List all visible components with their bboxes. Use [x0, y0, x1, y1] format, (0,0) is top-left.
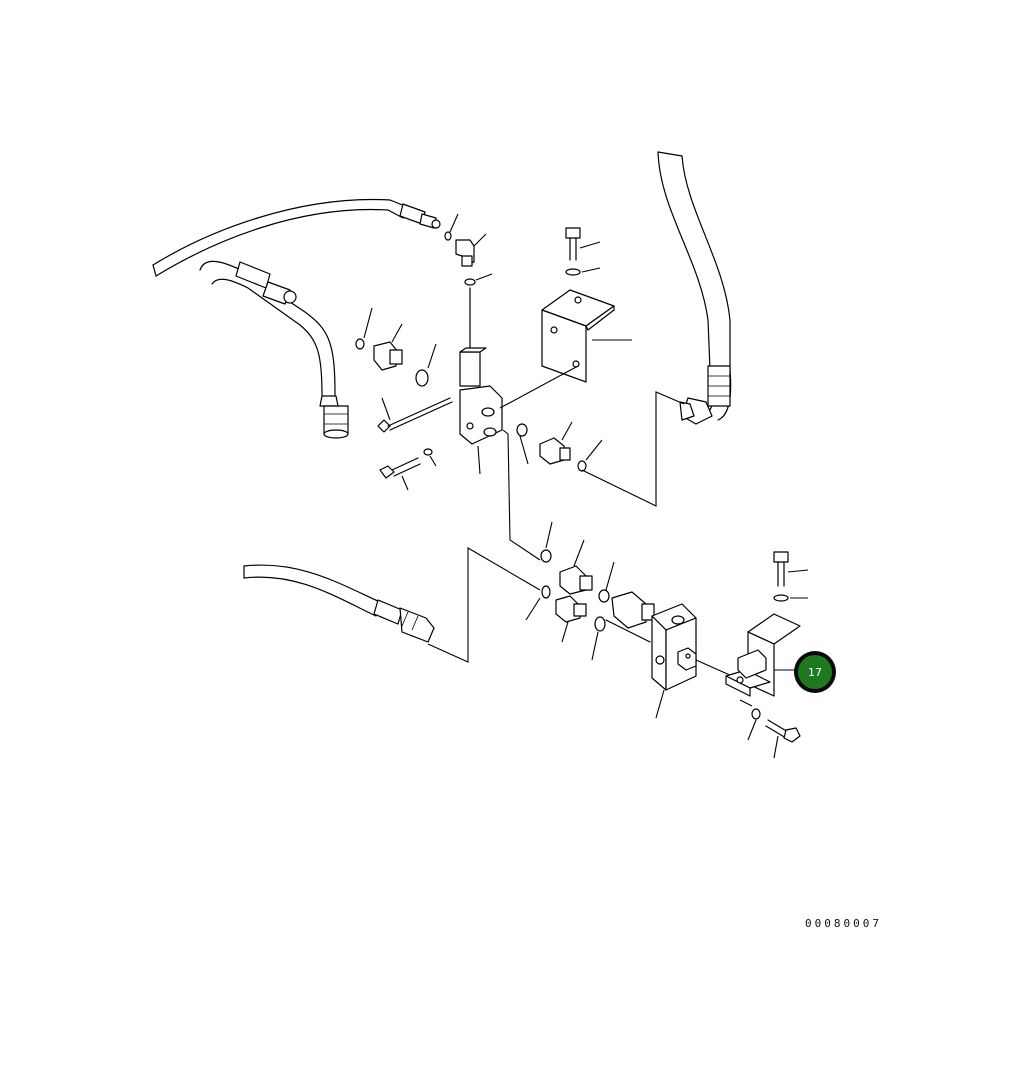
- elbow-fitting-upper: [455, 233, 487, 267]
- o-ring-upper: [444, 213, 459, 241]
- part-callout-17[interactable]: 17: [794, 651, 836, 693]
- leader-bracket-block: [499, 365, 579, 409]
- leader-block-lower: [502, 429, 541, 561]
- right-vertical-hose: [657, 151, 732, 425]
- o-ring-lower-2: [598, 561, 615, 603]
- connector-lower-3: [605, 591, 655, 643]
- junction-block-upper: [459, 287, 503, 475]
- washer-lower-bracket: [773, 594, 808, 602]
- bolt-left-upper: [377, 397, 453, 433]
- o-ring-right-block-2: [577, 439, 603, 472]
- connector-right-block: [539, 421, 573, 465]
- o-ring-lower-3: [525, 585, 551, 621]
- junction-block-lower: [651, 603, 697, 719]
- o-ring-left-block-2: [415, 343, 437, 387]
- bolt-bottom: [765, 719, 801, 759]
- o-ring-right-block: [516, 423, 529, 465]
- plug-lower-block: [677, 647, 733, 677]
- o-ring-lower-1: [540, 521, 553, 563]
- bolt-left-lower: [379, 457, 421, 491]
- o-ring-mid: [464, 273, 493, 286]
- bolt-lower-bracket: [773, 551, 809, 587]
- bracket-upper: [541, 289, 632, 383]
- o-ring-lower-4: [591, 616, 606, 661]
- leader-right-hose: [581, 391, 685, 507]
- callout-number: 17: [808, 666, 822, 679]
- washer-left-lower: [423, 448, 437, 467]
- leader-bracket-washer: [739, 699, 753, 707]
- lower-left-hose: [243, 564, 435, 643]
- bolt-upper-bracket: [565, 227, 601, 261]
- o-ring-left-block: [355, 307, 373, 350]
- drawing-id: 00080007: [805, 917, 882, 930]
- upper-left-hose: [152, 198, 441, 277]
- connector-left-block: [373, 323, 403, 371]
- connector-lower-1: [559, 539, 593, 595]
- washer-bottom: [747, 708, 761, 741]
- leader-lower-hose: [427, 547, 541, 663]
- washer-upper-bracket: [565, 267, 601, 276]
- left-hose-bent: [199, 260, 349, 439]
- bracket-lower: [725, 613, 801, 697]
- connector-lower-2: [555, 595, 587, 643]
